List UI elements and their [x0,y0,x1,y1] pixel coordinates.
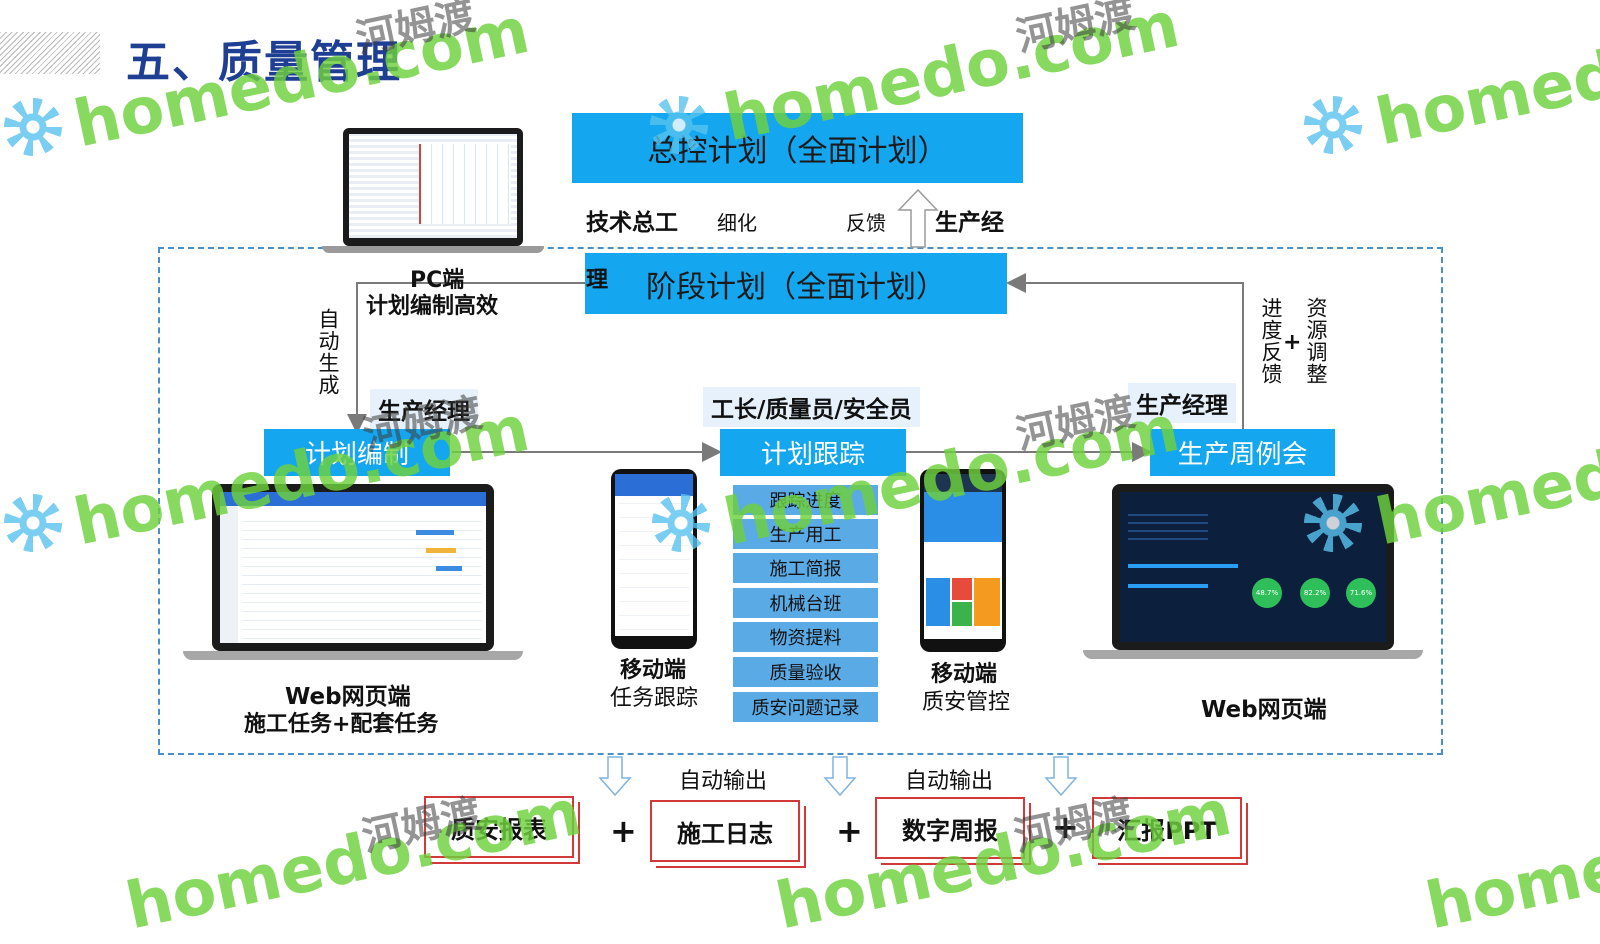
module-weekly-meeting-label: 生产周例会 [1177,440,1308,470]
task-item: 机械台班 [733,588,878,618]
role-left: 生产经理 [370,389,478,429]
progress-feedback-label: 进度反馈 [1259,297,1283,385]
web-left-topbar [220,492,486,506]
report-quality-safety: 质安报表 [424,796,574,858]
output-arrow-3 [1044,756,1078,797]
web-right-laptop-base [1083,650,1423,659]
report-ppt: 汇报PPT [1092,797,1242,859]
gantt-bar [436,566,462,571]
mobile1-phone-image [611,469,697,649]
dashboard-panel [1128,510,1208,540]
dashboard-bar [1128,564,1238,568]
mobile2-title: 移动端 [931,662,998,687]
system-boundary [158,247,1443,755]
watermark-flower-icon [4,494,62,552]
web-left-laptop-base [183,651,523,660]
output-arrow-1 [598,756,632,797]
dashboard-gauge: 71.6% [1346,578,1376,608]
connectors [347,188,1244,797]
pc-gantt [419,144,511,224]
mobile1-header [615,474,693,496]
module-plan-track-label: 计划跟踪 [760,440,865,470]
report-digital-weekly: 数字周报 [875,797,1025,859]
task-item: 生产用工 [733,519,878,549]
role-right: 生产经理 [1128,383,1236,423]
stage-plan-label: 阶段计划（全面计划） [646,269,946,305]
role-middle: 工长/质量员/安全员 [703,387,920,427]
module-plan-edit-label: 计划编制 [304,440,409,470]
mobile2-tile [926,578,950,626]
feedback-up-arrow [897,188,939,248]
task-item: 施工简报 [733,553,878,583]
mobile2-tile [974,578,1000,626]
resource-adjust-label: 资源调整 [1304,297,1328,385]
stage-plan-prefix: 理 [586,268,609,293]
page-title: 五、质量管理 [126,37,402,88]
watermark-flower-icon [650,96,708,154]
output-arrow-2 [823,756,857,797]
task-item: 物资提料 [733,622,878,652]
pc-laptop-image [343,128,523,246]
feedback-label: 反馈 [846,211,886,235]
meeting-to-stage-line [1006,273,1244,430]
pc-laptop-base [322,246,544,253]
dashboard-bar [1128,584,1208,588]
task-item: 质安问题记录 [733,692,878,722]
web-left-title: Web网页端 [285,684,411,710]
auto-output-label-1: 自动输出 [679,769,768,794]
report-construction-log: 施工日志 [650,800,800,862]
mobile2-header [924,474,1002,492]
task-item: 质量验收 [733,657,878,687]
web-left-laptop-image [212,484,494,651]
plus-sign: + [836,812,863,850]
watermark-flower-icon [1304,96,1362,154]
pc-label: PC端 [410,268,465,293]
auto-output-label-2: 自动输出 [905,769,994,794]
header-hatch-decoration [0,32,100,74]
refine-label: 细化 [717,211,757,235]
mobile2-desc: 质安管控 [922,690,1011,715]
mobile1-desc: 任务跟踪 [610,686,699,711]
watermark-flower-icon [4,98,62,156]
web-right-title: Web网页端 [1201,697,1327,723]
module-plan-edit: 计划编制 [264,429,450,476]
plus-small: + [1283,330,1302,355]
master-plan-box: 总控计划（全面计划） [572,113,1023,183]
module-plan-track: 计划跟踪 [720,429,906,476]
plus-sign: + [1052,808,1079,846]
dashboard-gauge: 48.7% [1252,578,1282,608]
gantt-bar [426,548,456,553]
web-left-screen [220,492,486,643]
watermark-flower-icon [1304,494,1362,552]
mobile2-tile [952,602,972,626]
task-item: 跟踪进度 [733,485,878,515]
mobile2-phone-image [920,469,1006,652]
mobile1-title: 移动端 [620,658,687,683]
tech-chief-label: 技术总工 [586,210,678,236]
watermark-flower-icon [652,494,710,552]
mobile2-banner [924,492,1002,542]
web-left-sidebar [220,506,238,643]
web-left-desc: 施工任务+配套任务 [244,712,439,737]
gantt-bar [416,530,454,535]
pc-screen [349,134,517,238]
dashboard-gauge: 82.2% [1300,578,1330,608]
prod-mgr-top-label: 生产经 [935,210,1004,236]
stage-to-edit-line [347,282,585,434]
mobile2-screen [924,474,1002,639]
module-weekly-meeting: 生产周例会 [1150,429,1335,476]
mobile2-tile [952,578,972,600]
auto-generate-label: 自动生成 [316,308,340,396]
plus-sign: + [610,812,637,850]
stage-plan-box: 阶段计划（全面计划） [585,253,1007,314]
pc-desc: 计划编制高效 [366,294,499,319]
